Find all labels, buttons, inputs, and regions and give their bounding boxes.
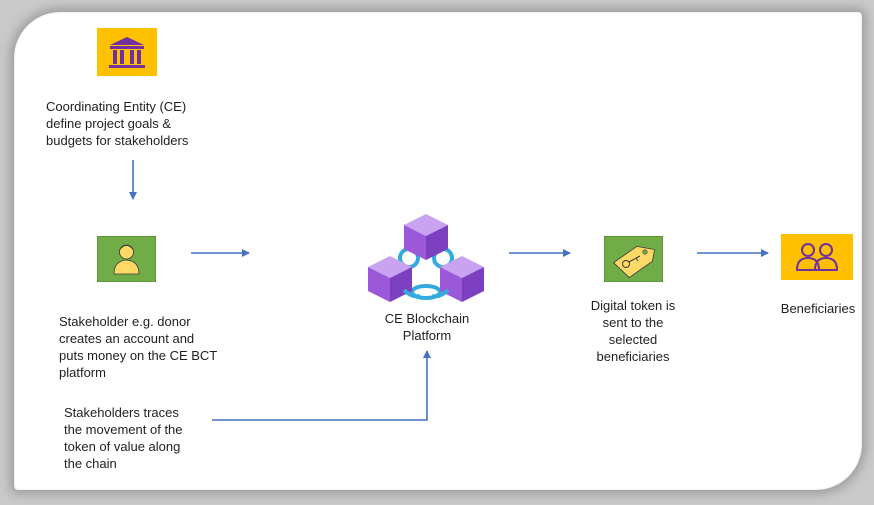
blockchain-cubes-icon [364,212,488,308]
beneficiaries-label: Beneficiaries [780,301,856,316]
platform-label: CE Blockchain Platform [384,311,470,343]
digital-token-label: Digital token is sent to the selected be… [590,298,676,364]
stakeholder-label: Stakeholder e.g. donor creates an accoun… [59,314,218,380]
bank-icon [97,28,157,76]
tag-key-icon [603,235,664,283]
traces-label: Stakeholders traces the movement of the … [64,405,183,471]
coordinating-entity-label: Coordinating Entity (CE) define project … [46,99,189,148]
people-icon [781,234,853,280]
person-icon [96,235,157,283]
arrow-traces-to-platform [212,350,431,421]
